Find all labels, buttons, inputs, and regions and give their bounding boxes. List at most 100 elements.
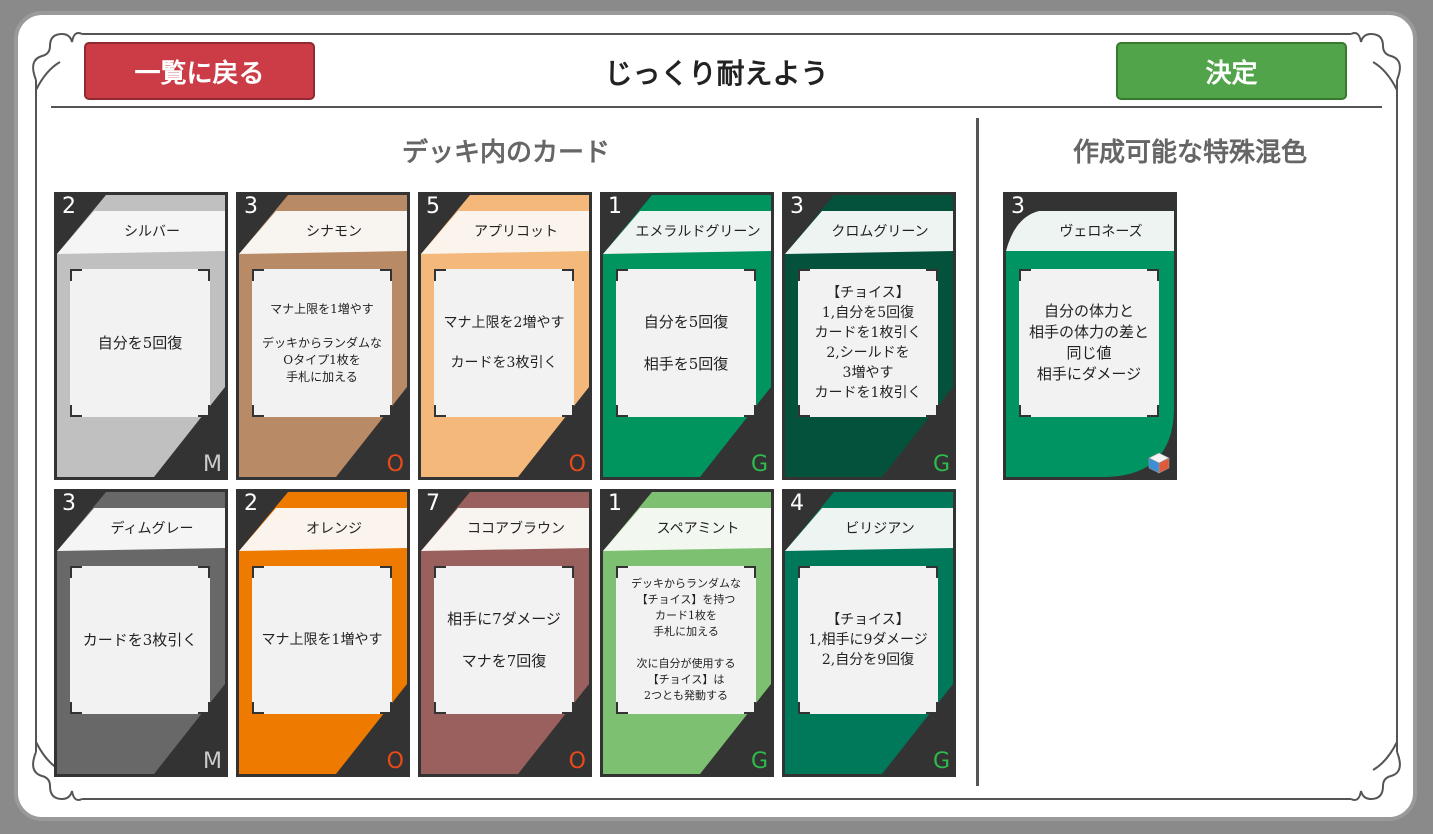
card-effect-text: カードを3枚引く: [82, 630, 198, 649]
card-cost: 1: [608, 194, 622, 219]
corner-mark: [744, 269, 756, 281]
corner-mark: [616, 566, 628, 578]
card-effect-box: 【チョイス】 1,自分を5回復 カードを1枚引く 2,シールドを 3増やす カー…: [798, 269, 938, 417]
corner-mark: [434, 702, 446, 714]
card-effect-box: マナ上限を2増やす カードを3枚引く: [434, 269, 574, 417]
card-effect-box: デッキからランダムな 【チョイス】を持つ カード1枚を 手札に加える 次に自分が…: [616, 566, 756, 714]
card-effect-text: 【チョイス】 1,相手に9ダメージ 2,自分を9回復: [808, 612, 928, 668]
card-name: シナモン: [306, 224, 362, 240]
corner-mark: [1147, 269, 1159, 281]
card-effect-box: マナ上限を1増やす: [252, 566, 392, 714]
deck-card[interactable]: 7 ココアブラウン相手に7ダメージ マナを7回復 O: [418, 489, 592, 777]
corner-mark: [926, 566, 938, 578]
corner-mark: [798, 405, 810, 417]
card-type-label: G: [932, 749, 950, 774]
corner-mark: [70, 405, 82, 417]
corner-mark: [252, 405, 264, 417]
corner-mark: [434, 566, 446, 578]
corner-mark: [380, 566, 392, 578]
corner-mark: [1147, 405, 1159, 417]
corner-mark: [198, 566, 210, 578]
corner-mark: [798, 702, 810, 714]
corner-mark: [380, 702, 392, 714]
card-type-label: O: [568, 749, 586, 774]
card-cost: 3: [790, 194, 804, 219]
corner-mark: [616, 702, 628, 714]
card-effect-text: デッキからランダムな 【チョイス】を持つ カード1枚を 手札に加える 次に自分が…: [631, 577, 741, 702]
card-cost: 1: [608, 491, 622, 516]
card-name: ココアブラウン: [467, 521, 565, 537]
card-name: アプリコット: [474, 224, 558, 240]
card-cost: 2: [244, 491, 258, 516]
corner-mark: [562, 405, 574, 417]
card-type-label: O: [386, 749, 404, 774]
card-name: エメラルドグリーン: [635, 224, 761, 240]
card-type-label: M: [203, 749, 222, 774]
corner-mark: [926, 269, 938, 281]
card-type-label: O: [568, 452, 586, 477]
card-effect-box: カードを3枚引く: [70, 566, 210, 714]
corner-mark: [198, 269, 210, 281]
corner-mark: [562, 702, 574, 714]
card-effect-box: 相手に7ダメージ マナを7回復: [434, 566, 574, 714]
card-effect-text: 【チョイス】 1,自分を5回復 カードを1枚引く 2,シールドを 3増やす カー…: [814, 285, 922, 401]
corner-mark: [1019, 405, 1031, 417]
card-cost: 3: [1011, 194, 1025, 219]
card-effect-text: 相手に7ダメージ マナを7回復: [447, 609, 561, 670]
corner-mark: [198, 702, 210, 714]
card-effect-text: 自分を5回復: [97, 333, 183, 352]
card-name: ヴェロネーズ: [1059, 224, 1143, 240]
corner-mark: [744, 566, 756, 578]
corner-mark: [434, 269, 446, 281]
card-effect-box: 自分の体力と 相手の体力の差と 同じ値 相手にダメージ: [1019, 269, 1159, 417]
header-divider: [51, 106, 1382, 108]
corner-mark: [562, 269, 574, 281]
corner-mark: [252, 702, 264, 714]
card-effect-text: 自分の体力と 相手の体力の差と 同じ値 相手にダメージ: [1028, 302, 1149, 383]
card-effect-text: マナ上限を1増やす デッキからランダムな Oタイプ1枚を 手札に加える: [261, 301, 382, 384]
corner-mark: [926, 405, 938, 417]
corner-mark: [798, 566, 810, 578]
card-cost: 4: [790, 491, 804, 516]
corner-mark: [252, 566, 264, 578]
card-effect-box: 【チョイス】 1,相手に9ダメージ 2,自分を9回復: [798, 566, 938, 714]
confirm-button[interactable]: 決定: [1116, 42, 1347, 100]
card-type-label: O: [386, 452, 404, 477]
card-name: ビリジアン: [845, 521, 915, 537]
special-card[interactable]: 3 ヴェロネーズ自分の体力と 相手の体力の差と 同じ値 相手にダメージ: [1003, 192, 1177, 480]
card-name: オレンジ: [306, 521, 362, 537]
card-cost: 7: [426, 491, 440, 516]
card-effect-text: マナ上限を2増やす カードを3枚引く: [443, 315, 565, 371]
corner-mark: [70, 269, 82, 281]
corner-mark: [798, 269, 810, 281]
card-name: シルバー: [124, 224, 180, 240]
card-cost: 2: [62, 194, 76, 219]
card-type-label: G: [750, 749, 768, 774]
card-type-label: M: [203, 452, 222, 477]
card-name: クロムグリーン: [831, 224, 929, 240]
deck-card[interactable]: 3 クロムグリーン【チョイス】 1,自分を5回復 カードを1枚引く 2,シールドを…: [782, 192, 956, 480]
corner-mark: [434, 405, 446, 417]
corner-mark: [380, 269, 392, 281]
corner-mark: [252, 269, 264, 281]
corner-mark: [70, 566, 82, 578]
cube-icon: [1148, 452, 1170, 474]
corner-mark: [926, 702, 938, 714]
section-divider: [976, 118, 979, 786]
corner-mark: [744, 702, 756, 714]
corner-mark: [616, 405, 628, 417]
back-to-list-button[interactable]: 一覧に戻る: [84, 42, 315, 100]
card-name: ディムグレー: [110, 521, 194, 537]
deck-card[interactable]: 2 シルバー自分を5回復 M: [54, 192, 228, 480]
deck-card[interactable]: 4 ビリジアン【チョイス】 1,相手に9ダメージ 2,自分を9回復 G: [782, 489, 956, 777]
corner-mark: [70, 702, 82, 714]
page-title: じっくり耐えよう: [604, 57, 829, 90]
deck-card[interactable]: 2 オレンジマナ上限を1増やす O: [236, 489, 410, 777]
corner-mark: [198, 405, 210, 417]
corner-mark: [562, 566, 574, 578]
